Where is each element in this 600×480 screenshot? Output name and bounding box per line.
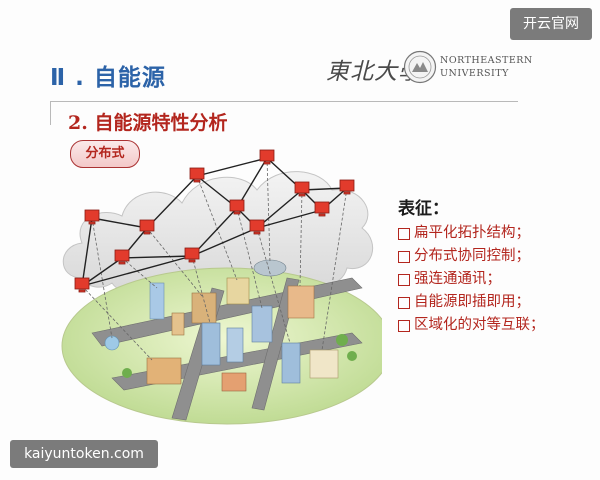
computer-nodes [74,149,355,293]
city-buildings [104,259,357,392]
checkbox-outline-icon [398,250,410,263]
computer-icon [314,201,330,217]
checkbox-outline-icon [398,319,410,332]
computer-icon [74,277,90,293]
header-divider-left [50,101,51,125]
slide-subtitle: 2. 自能源特性分析 [68,112,228,134]
header-divider [50,101,518,102]
checkbox-outline-icon [398,296,410,309]
feature-item: 区域化的对等互联； [398,314,594,337]
watermark-bottom-left: kaiyuntoken.com [10,440,158,468]
university-name-line1: NORTHEASTERN [440,55,533,66]
university-seal-icon [403,50,437,84]
computer-icon [189,167,205,183]
computer-icon [184,247,200,263]
distributed-network-illustration [61,149,382,425]
computer-icon [84,209,100,225]
checkbox-outline-icon [398,227,410,240]
network-links [81,157,348,287]
feature-item: 分布式协同控制； [398,245,594,268]
node-drop-lines [81,157,348,361]
feature-text: 分布式协同控制； [414,248,530,264]
computer-icon [139,219,155,235]
computer-icon [294,181,310,197]
features-title: 表征： [398,199,449,219]
distributed-badge: 分布式 [70,140,140,168]
computer-icon [339,179,355,195]
feature-text: 自能源即插即用； [414,294,530,310]
university-name-line2: UNIVERSITY [440,68,509,79]
watermark-top-right: 开云官网 [510,8,592,40]
checkbox-outline-icon [398,273,410,286]
feature-item: 强连通通讯； [398,268,594,291]
computer-icon [249,219,265,235]
computer-icon [114,249,130,265]
features-list: 扁平化拓扑结构； 分布式协同控制； 强连通通讯； 自能源即插即用； 区域化的对等… [398,222,594,337]
features-panel: 表征： 扁平化拓扑结构； 分布式协同控制； 强连通通讯； 自能源即插即用； 区域… [398,194,594,337]
feature-text: 强连通通讯； [414,271,501,287]
feature-item: 扁平化拓扑结构； [398,222,594,245]
section-title: Ⅱ . 自能源 [50,65,166,91]
feature-item: 自能源即插即用； [398,291,594,314]
feature-text: 扁平化拓扑结构； [414,225,530,241]
computer-icon [259,149,275,165]
university-name-en: NORTHEASTERN UNIVERSITY [440,54,533,80]
feature-text: 区域化的对等互联； [414,317,545,333]
computer-icon [229,199,245,215]
